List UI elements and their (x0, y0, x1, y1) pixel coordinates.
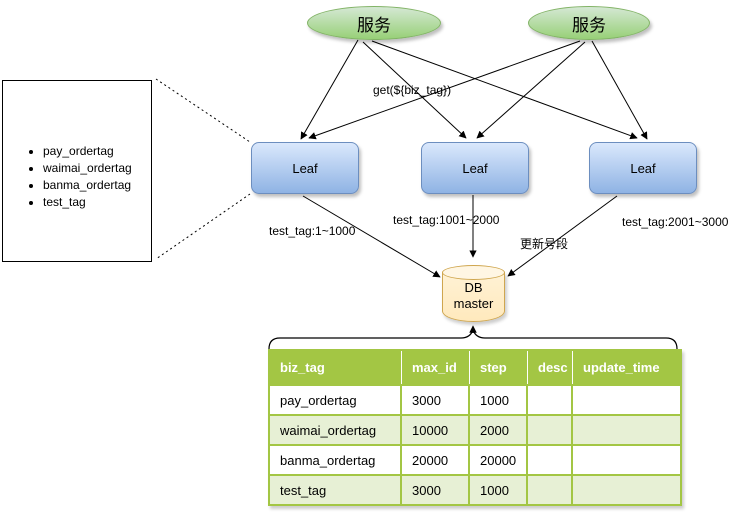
cell-update-time (573, 414, 680, 444)
biz-tag-table-grid: biz_tag max_id step desc update_time pay… (270, 351, 680, 504)
leaf-node-2: Leaf (421, 142, 529, 194)
edge-label-update-segment: 更新号段 (520, 237, 569, 251)
db-master-cylinder: DB master (442, 265, 505, 322)
column-header-desc: desc (528, 351, 573, 384)
column-header-step: step (470, 351, 528, 384)
list-item: pay_ordertag (43, 143, 151, 160)
db-cylinder-top (442, 265, 505, 280)
service-node-2: 服务 (528, 6, 650, 40)
arrow-service1-leaf2 (362, 41, 467, 139)
cell-update-time (573, 474, 680, 504)
arrow-service2-leaf2 (476, 41, 586, 139)
service-node-1-label: 服务 (357, 15, 391, 35)
dotted-callout-top (155, 78, 251, 143)
list-item: test_tag (43, 194, 151, 211)
edge-label-leaf2-segment: test_tag:1001~2000 (393, 213, 500, 227)
edge-label-leaf3-segment: test_tag:2001~3000 (622, 215, 729, 229)
cell-biz-tag: pay_ordertag (270, 384, 402, 414)
arrow-service1-leaf1 (300, 39, 359, 140)
leaf-node-3: Leaf (589, 142, 697, 194)
table-row: banma_ordertag 20000 20000 (270, 444, 680, 474)
dotted-callout-bottom (155, 193, 251, 260)
list-item: banma_ordertag (43, 177, 151, 194)
service-node-1: 服务 (307, 6, 441, 40)
cell-max-id: 10000 (402, 414, 470, 444)
cell-biz-tag: test_tag (270, 474, 402, 504)
table-header-row: biz_tag max_id step desc update_time (270, 351, 680, 384)
table-row: test_tag 3000 1000 (270, 474, 680, 504)
cell-step: 20000 (470, 444, 528, 474)
cell-step: 2000 (470, 414, 528, 444)
cell-update-time (573, 444, 680, 474)
column-header-update-time: update_time (573, 351, 680, 384)
leaf-node-1-label: Leaf (292, 160, 318, 176)
db-master-label: DB master (442, 280, 505, 312)
table-row: waimai_ordertag 10000 2000 (270, 414, 680, 444)
cell-desc (528, 414, 573, 444)
db-label-line2: master (453, 296, 494, 311)
leaf-node-3-label: Leaf (630, 160, 656, 176)
arrow-leaf1-db (302, 195, 441, 278)
cell-max-id: 3000 (402, 384, 470, 414)
arrow-service2-leaf3 (591, 40, 648, 140)
column-header-biz-tag: biz_tag (270, 351, 402, 384)
arrow-service2-leaf1 (308, 40, 581, 140)
biz-tag-list: pay_ordertag waimai_ordertag banma_order… (3, 143, 151, 211)
cell-desc (528, 474, 573, 504)
db-cylinder-body (442, 272, 505, 322)
arrow-service1-leaf3 (371, 40, 638, 140)
list-item: waimai_ordertag (43, 160, 151, 177)
column-header-max-id: max_id (402, 351, 470, 384)
cell-step: 1000 (470, 384, 528, 414)
edge-label-leaf1-segment: test_tag:1~1000 (269, 224, 356, 238)
leaf-node-1: Leaf (251, 142, 359, 194)
cell-biz-tag: banma_ordertag (270, 444, 402, 474)
table-row: pay_ordertag 3000 1000 (270, 384, 680, 414)
cell-max-id: 20000 (402, 444, 470, 474)
arrow-leaf3-db (507, 195, 618, 277)
cell-update-time (573, 384, 680, 414)
cell-desc (528, 384, 573, 414)
biz-tag-list-box: pay_ordertag waimai_ordertag banma_order… (2, 80, 152, 262)
service-node-2-label: 服务 (572, 15, 606, 35)
cell-max-id: 3000 (402, 474, 470, 504)
cell-step: 1000 (470, 474, 528, 504)
cell-desc (528, 444, 573, 474)
edge-label-get-biztag: get(${biz_tag}) (373, 83, 452, 97)
db-label-line1: DB (464, 280, 483, 295)
biz-tag-table: biz_tag max_id step desc update_time pay… (268, 349, 682, 506)
leaf-node-2-label: Leaf (462, 160, 488, 176)
cell-biz-tag: waimai_ordertag (270, 414, 402, 444)
